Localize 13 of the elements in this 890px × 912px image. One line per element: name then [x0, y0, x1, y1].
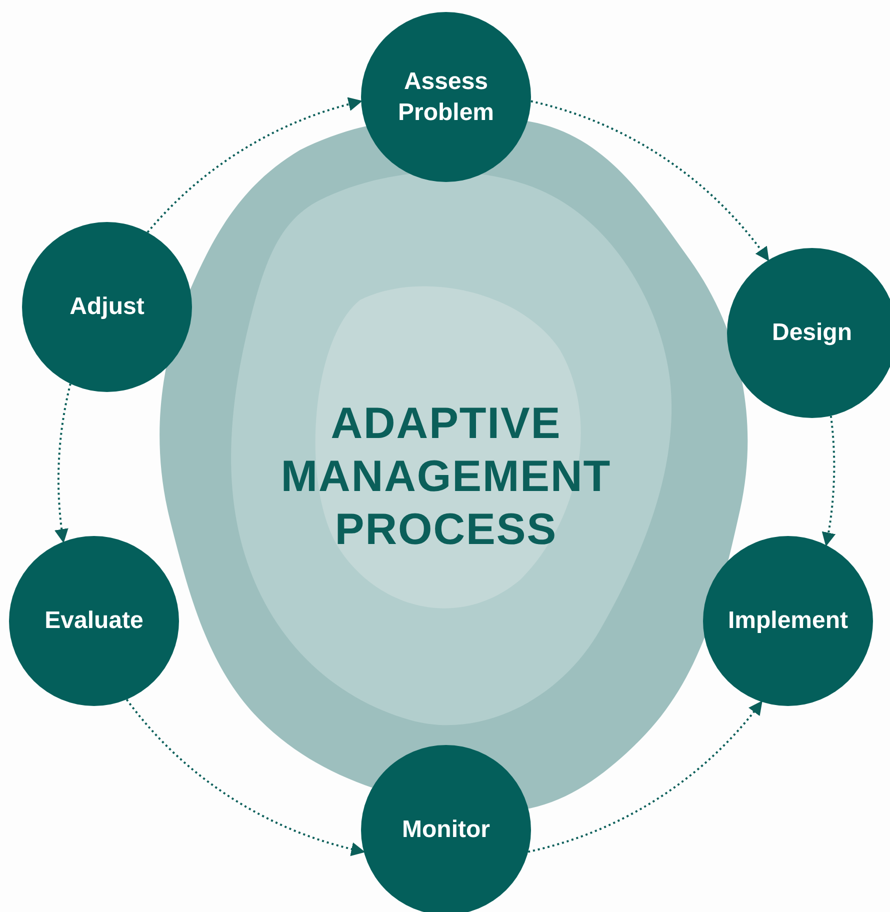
step-label: Evaluate [44, 606, 144, 636]
step-label: Design [772, 318, 852, 348]
dotted-arrow [530, 100, 770, 262]
step-label: Adjust [70, 292, 144, 322]
step-label: Monitor [402, 815, 490, 846]
dotted-arrow [126, 698, 366, 856]
dotted-arrow [528, 700, 762, 853]
step-label: Implement [728, 606, 848, 636]
diagram-title: ADAPTIVE MANAGEMENT PROCESS [280, 398, 612, 556]
dotted-arrow [821, 416, 836, 546]
step-label: Assess Problem [396, 66, 496, 128]
dotted-arrow [55, 384, 72, 544]
dotted-arrow [146, 98, 362, 233]
